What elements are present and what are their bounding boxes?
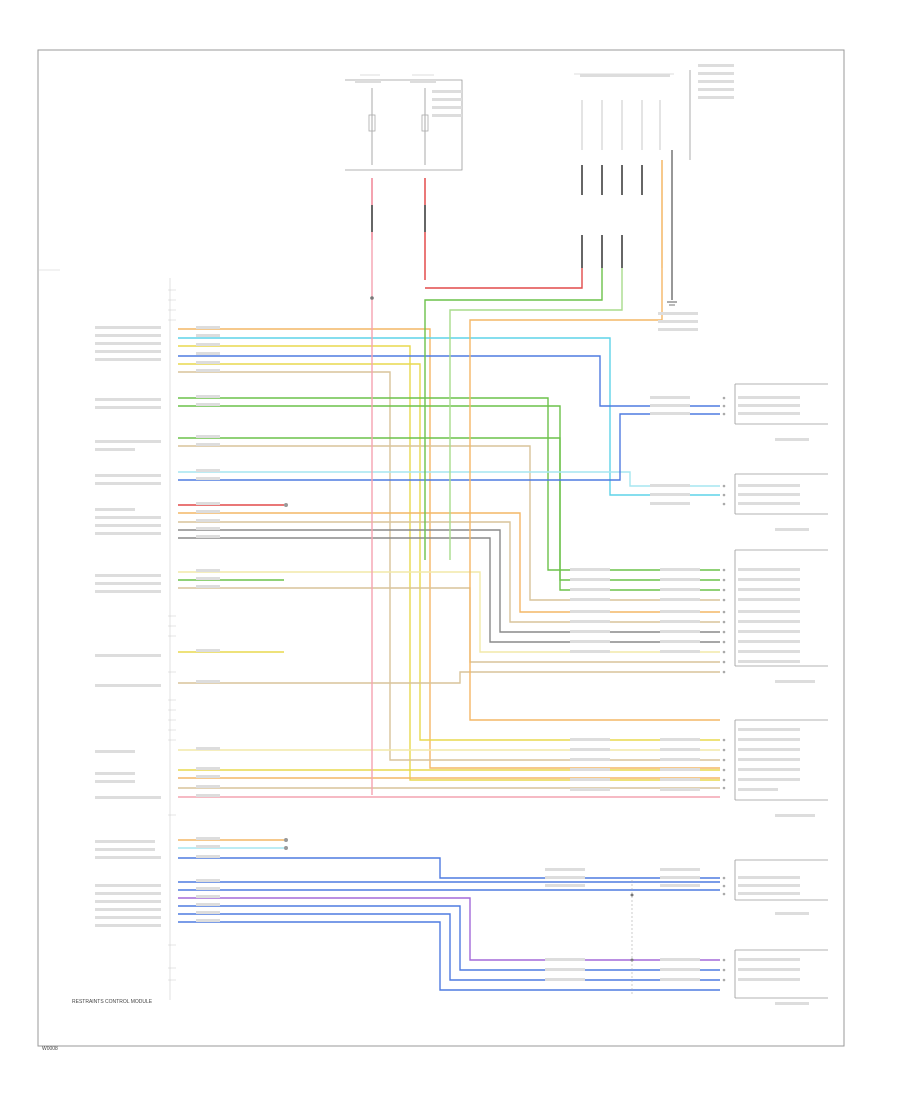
label-placeholders <box>95 64 815 1005</box>
fuse-icon <box>421 88 429 165</box>
components-right <box>734 383 828 999</box>
module-pin-ticks <box>168 289 176 981</box>
figure-id: W0008 <box>42 1046 58 1052</box>
connector-markers <box>284 503 288 850</box>
module-title: RESTRAINTS CONTROL MODULE <box>72 999 153 1005</box>
splice-icon <box>370 296 634 962</box>
restraints-module-edge <box>38 269 171 1000</box>
connector-icon <box>581 100 661 150</box>
power-distribution-section <box>345 70 691 306</box>
right-connector-ends <box>722 396 726 982</box>
wires <box>178 240 720 991</box>
ground-icon <box>667 301 677 306</box>
fuse-icon <box>368 88 376 165</box>
diagram-frame <box>37 49 845 1047</box>
